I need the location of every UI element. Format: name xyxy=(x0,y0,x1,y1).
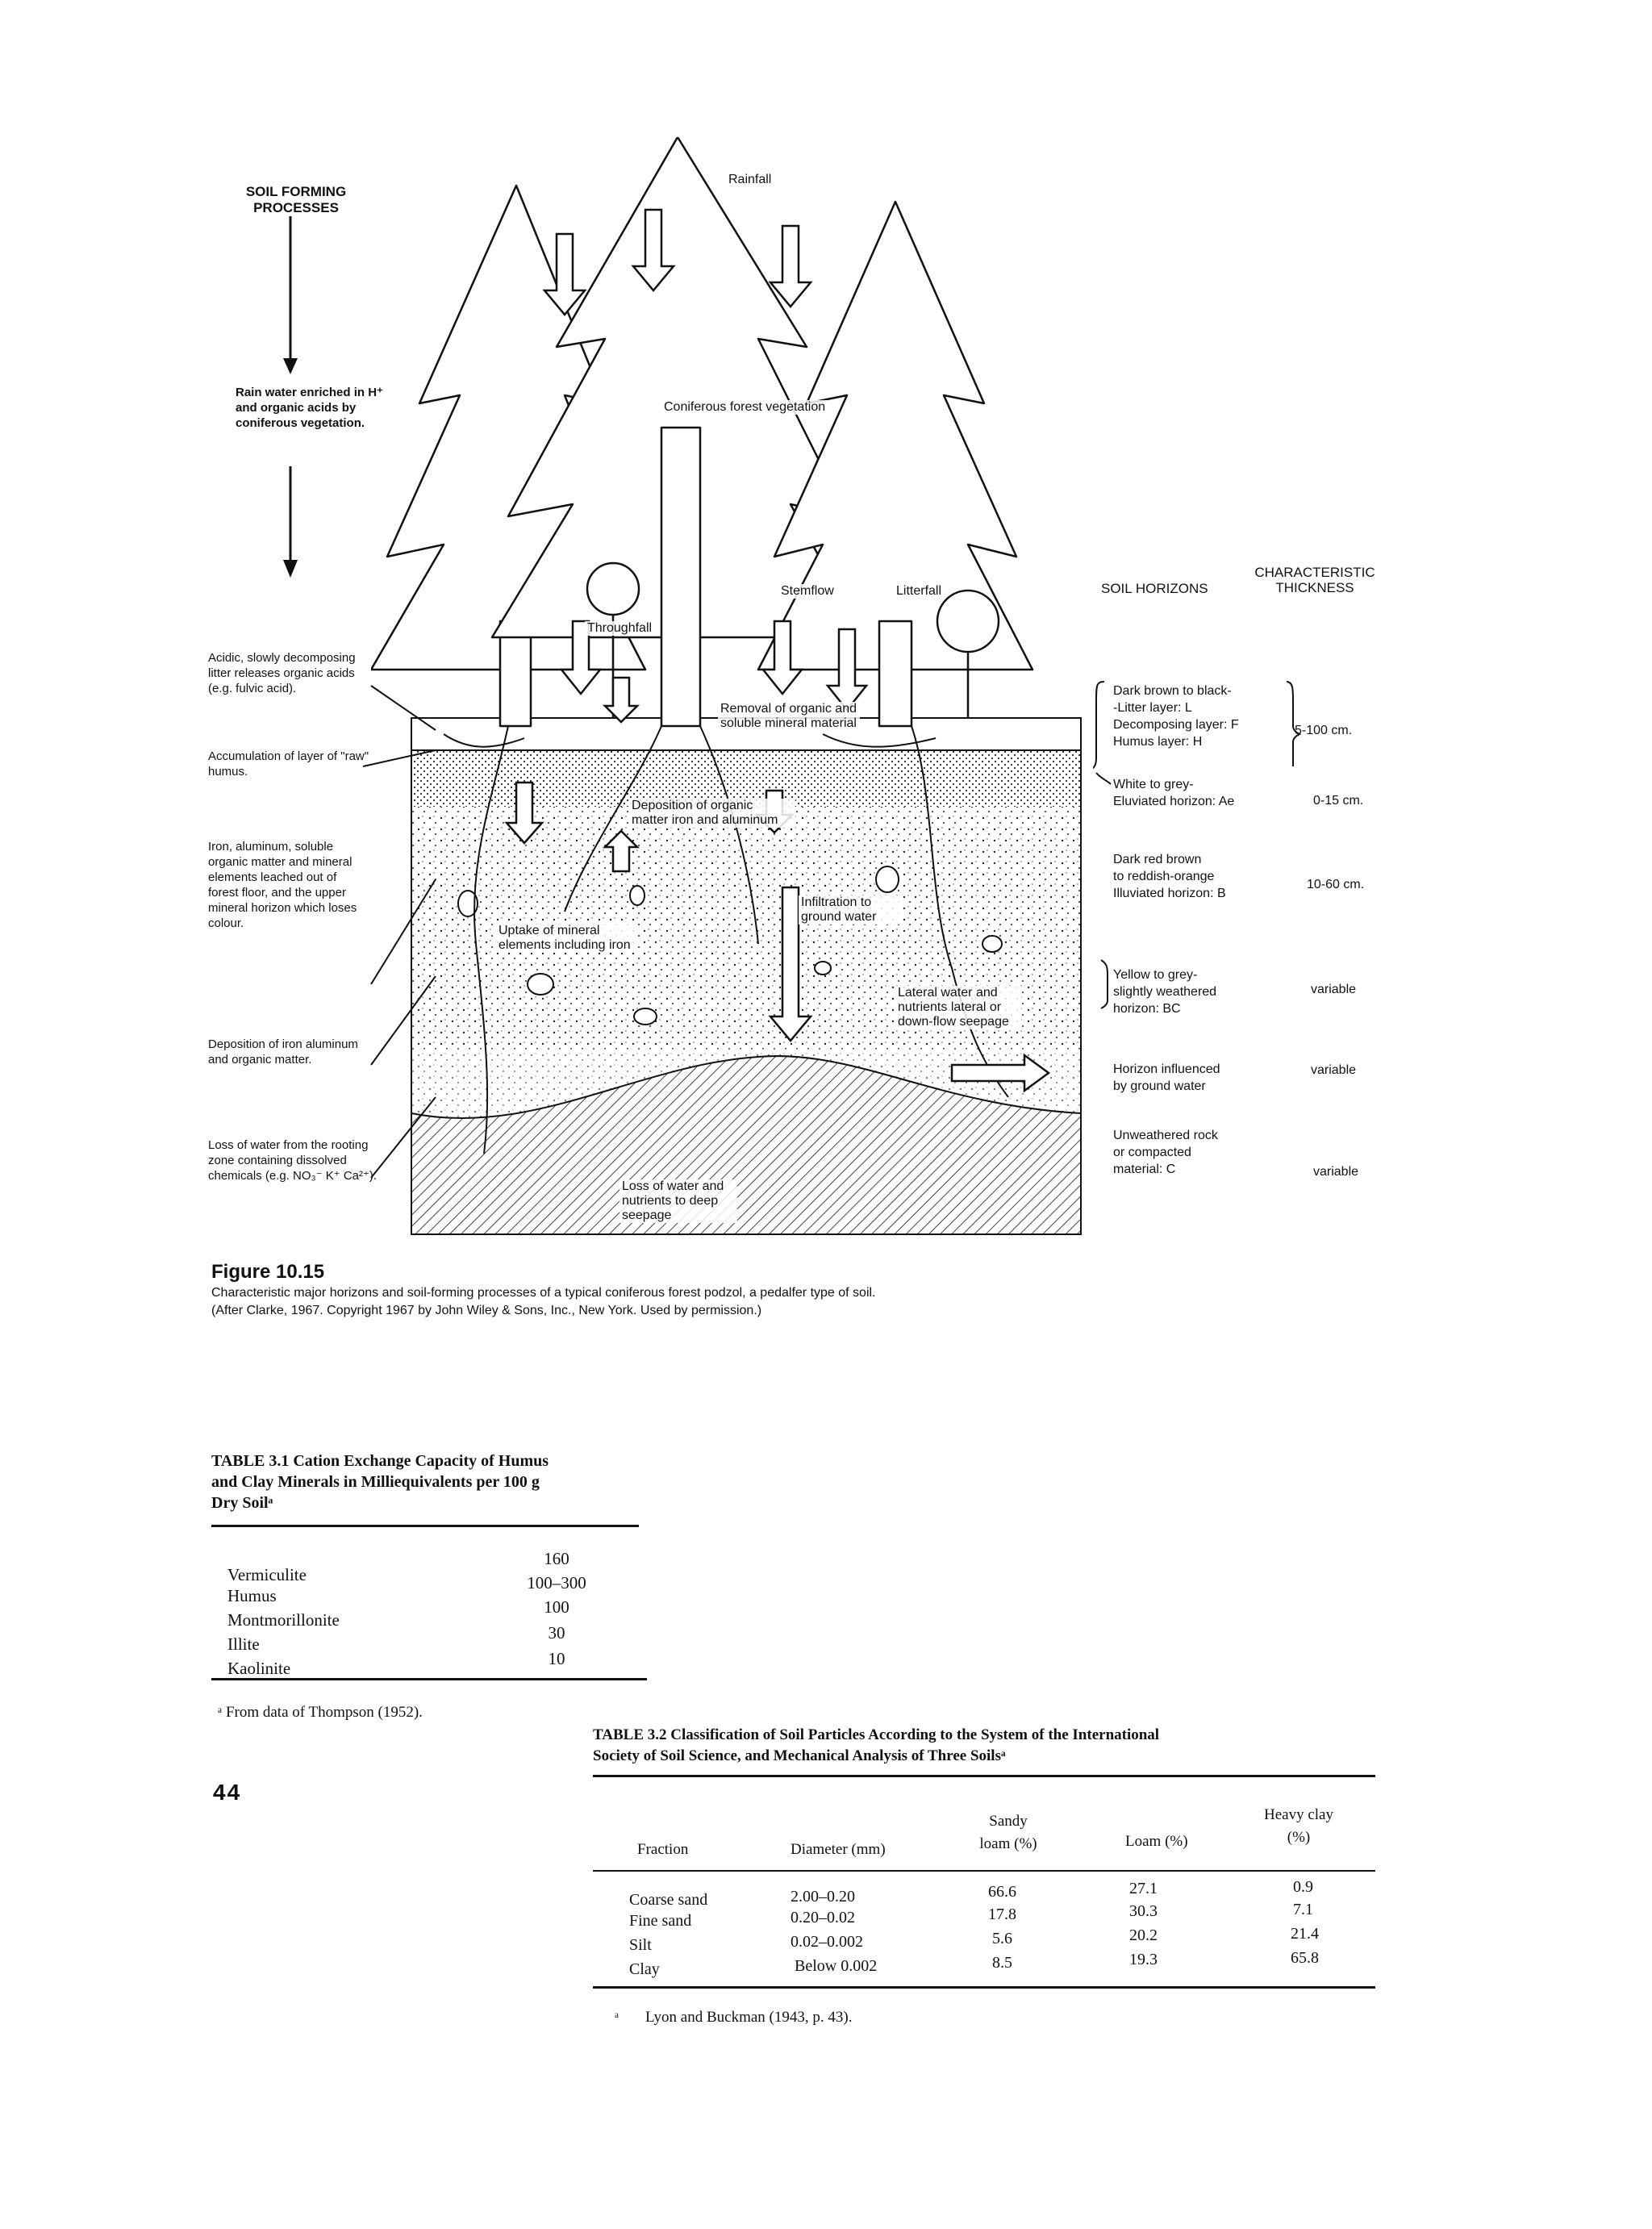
table32-header-fraction: Fraction xyxy=(637,1841,688,1859)
table31-name: Kaolinite xyxy=(227,1659,290,1679)
label-deposition-process: Deposition of organic matter iron and al… xyxy=(629,799,795,828)
table31-name: Illite xyxy=(227,1634,260,1655)
page-number: 44 xyxy=(213,1780,241,1805)
horizons-heading: SOIL HORIZONS xyxy=(1101,581,1208,597)
processes-heading: SOIL FORMING PROCESSES xyxy=(219,184,373,216)
table31-value: 100–300 xyxy=(516,1573,597,1593)
table-row: Illite xyxy=(227,1634,260,1655)
note-rainwater: Rain water enriched in H⁺ and organic ac… xyxy=(236,385,389,431)
table32-header-rule xyxy=(593,1870,1375,1872)
table-row: Vermiculite xyxy=(227,1565,307,1585)
label-litterfall: Litterfall xyxy=(894,584,944,599)
table31-title-line1: TABLE 3.1 Cation Exchange Capacity of Hu… xyxy=(211,1452,549,1471)
table31-value: 100 xyxy=(516,1597,597,1617)
table-row: Kaolinite xyxy=(227,1659,290,1679)
figure-caption-title: Figure 10.15 xyxy=(211,1261,324,1284)
table32-header-diameter: Diameter (mm) xyxy=(791,1841,886,1859)
label-infiltration: Infiltration to ground water xyxy=(799,895,900,925)
table-row: Clay Below 0.002 8.5 19.3 65.8 xyxy=(593,1951,1375,1973)
table31-title-line3: Dry Soilᵃ xyxy=(211,1494,273,1513)
label-lateral: Lateral water and nutrients lateral or d… xyxy=(895,986,1021,1029)
table31-top-rule xyxy=(211,1525,639,1527)
table32-top-rule xyxy=(593,1775,1375,1777)
table32-clay: 7.1 xyxy=(1293,1901,1313,1919)
table32-sandy: 17.8 xyxy=(988,1906,1016,1924)
label-uptake: Uptake of mineral elements including iro… xyxy=(496,924,638,953)
table32-body: Coarse sand 2.00–0.20 66.6 27.1 0.9 Fine… xyxy=(593,1885,1375,1973)
table32-header-clay: Heavy clay (%) xyxy=(1262,1804,1335,1849)
horizon-line: material: C xyxy=(1113,1161,1218,1178)
table32-footnote-mark: ᵃ xyxy=(615,2009,619,2027)
table31-value: 10 xyxy=(516,1649,597,1669)
figure-caption-line2: (After Clarke, 1967. Copyright 1967 by J… xyxy=(211,1304,1179,1318)
thickness-c: variable xyxy=(1313,1165,1358,1179)
soil-profile-illustration xyxy=(371,137,1097,1250)
table32-title-line2: Society of Soil Science, and Mechanical … xyxy=(593,1747,1006,1765)
label-rainfall: Rainfall xyxy=(726,173,774,187)
table32-header-sandy: Sandy loam (%) xyxy=(976,1810,1041,1855)
table32-sandy: 66.6 xyxy=(988,1883,1016,1901)
table32-loam: 30.3 xyxy=(1129,1902,1158,1921)
table32-clay: 65.8 xyxy=(1291,1949,1319,1968)
table-row: Silt 0.02–0.002 5.6 20.2 21.4 xyxy=(593,1928,1375,1951)
table32-diameter: 0.20–0.02 xyxy=(791,1909,855,1927)
table32-bottom-rule xyxy=(593,1986,1375,1989)
table32-header-loam: Loam (%) xyxy=(1125,1833,1188,1851)
table31-title-line2: and Clay Minerals in Milliequivalents pe… xyxy=(211,1473,540,1492)
table31-name: Humus xyxy=(227,1586,277,1606)
label-loss-deep: Loss of water and nutrients to deep seep… xyxy=(620,1179,737,1223)
table31-name: Montmorillonite xyxy=(227,1610,340,1630)
table32-diameter: Below 0.002 xyxy=(795,1957,877,1976)
table-row: Coarse sand 2.00–0.20 66.6 27.1 0.9 xyxy=(593,1885,1375,1906)
table-row: Humus xyxy=(227,1586,277,1606)
label-vegetation: Coniferous forest vegetation xyxy=(661,400,828,415)
thickness-heading: CHARACTERISTIC THICKNESS xyxy=(1234,565,1395,595)
table32-diameter: 0.02–0.002 xyxy=(791,1933,863,1951)
note-water-loss: Loss of water from the rooting zone cont… xyxy=(208,1137,378,1183)
horizon-braces xyxy=(1093,678,1335,1113)
table32-clay: 21.4 xyxy=(1291,1925,1319,1943)
table32-sandy: 5.6 xyxy=(992,1930,1012,1948)
table31-value: 160 xyxy=(516,1549,597,1569)
table32-fraction: Clay xyxy=(629,1960,660,1979)
table32-sandy: 8.5 xyxy=(992,1954,1012,1972)
table31-bottom-rule xyxy=(211,1678,647,1680)
figure-caption-line1: Characteristic major horizons and soil-f… xyxy=(211,1286,1179,1300)
label-throughfall: Throughfall xyxy=(585,621,654,636)
note-pointers xyxy=(355,662,444,1226)
horizon-c: Unweathered rock or compacted material: … xyxy=(1113,1127,1218,1178)
conifer-trees xyxy=(371,137,1032,726)
note-leaching: Iron, aluminum, soluble organic matter a… xyxy=(208,839,369,931)
note-humus: Accumulation of layer of "raw" humus. xyxy=(208,749,369,779)
table32-title-line1: TABLE 3.2 Classification of Soil Particl… xyxy=(593,1726,1159,1744)
table32-footnote: Lyon and Buckman (1943, p. 43). xyxy=(645,2009,852,2027)
note-deposition: Deposition of iron aluminum and organic … xyxy=(208,1037,369,1067)
table32-diameter: 2.00–0.20 xyxy=(791,1888,855,1906)
table-row: Montmorillonite xyxy=(227,1610,340,1630)
table32-loam: 19.3 xyxy=(1129,1951,1158,1969)
table32-loam: 20.2 xyxy=(1129,1926,1158,1945)
note-litter: Acidic, slowly decomposing litter releas… xyxy=(208,650,378,696)
horizon-line: Unweathered rock xyxy=(1113,1127,1218,1144)
table-row: Fine sand 0.20–0.02 17.8 30.3 7.1 xyxy=(593,1906,1375,1928)
table32-clay: 0.9 xyxy=(1293,1878,1313,1897)
horizon-line: or compacted xyxy=(1113,1144,1218,1161)
table31-footnote: ᵃ From data of Thompson (1952). xyxy=(218,1704,423,1722)
table31-value: 30 xyxy=(516,1623,597,1643)
table31-name: Vermiculite xyxy=(227,1565,307,1585)
table32-loam: 27.1 xyxy=(1129,1880,1158,1898)
label-removal: Removal of organic and soluble mineral m… xyxy=(718,702,860,731)
label-stemflow: Stemflow xyxy=(778,584,836,599)
